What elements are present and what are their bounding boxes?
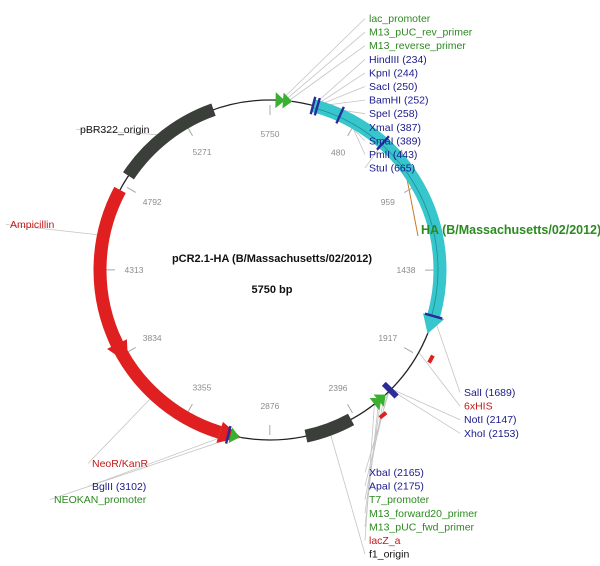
promoter-arrow xyxy=(275,92,285,109)
tick-label: 1438 xyxy=(397,265,416,275)
feature-label: f1_origin xyxy=(369,549,409,561)
tick-mark xyxy=(403,347,414,353)
feature-label: StuI (665) xyxy=(369,163,415,175)
callout-line xyxy=(87,434,229,487)
enzyme-site-mark xyxy=(424,312,443,320)
callout-line xyxy=(75,129,167,136)
tick-mark xyxy=(186,403,193,414)
small-feature-mark xyxy=(427,354,435,364)
callout-line xyxy=(87,394,155,464)
feature-label: lacZ_a xyxy=(369,535,401,547)
tick-marks: 480 959 1438 1917 2396 2876 3355 3834 4313 4792 52… xyxy=(104,105,436,436)
tick-mark xyxy=(347,403,353,414)
feature-label: NeoR/KanR xyxy=(92,458,148,470)
feature-label: ApaI (2175) xyxy=(369,481,424,493)
feature-label: Ampicillin xyxy=(10,219,55,231)
feature-arc-pbr322 xyxy=(123,103,216,180)
feature-arc-ampicillin xyxy=(93,186,126,347)
tick-mark xyxy=(126,187,137,193)
enzyme-site-mark xyxy=(309,96,317,115)
site-marks xyxy=(224,92,443,444)
enzyme-site-mark xyxy=(381,384,397,399)
enzyme-site-mark xyxy=(224,425,232,444)
tick-mark xyxy=(187,126,193,137)
callout-line xyxy=(390,389,461,434)
feature-label: XmaI (387) xyxy=(369,122,421,134)
feature-label: XbaI (2165) xyxy=(369,467,424,479)
feature-label: BamHI (252) xyxy=(369,95,429,107)
feature-label: 6xHIS xyxy=(464,401,493,413)
promoter-arrow xyxy=(369,397,382,411)
feature-label: lac_promoter xyxy=(369,13,431,25)
enzyme-site-mark xyxy=(313,97,321,116)
feature-arc-inner-line xyxy=(312,107,439,316)
callout-line xyxy=(314,72,366,107)
feature-label: SpeI (258) xyxy=(369,108,418,120)
enzyme-site-mark xyxy=(335,106,345,124)
callout-line xyxy=(284,31,366,101)
enzyme-site-mark xyxy=(383,382,398,397)
tick-label: 959 xyxy=(381,197,395,207)
feature-label: M13_pUC_rev_primer xyxy=(369,27,473,39)
tick-mark xyxy=(126,346,136,353)
feature-label: XhoI (2153) xyxy=(464,428,519,440)
feature-arcs xyxy=(93,99,447,443)
feature-label: NotI (2147) xyxy=(464,414,517,426)
tick-label: 480 xyxy=(331,147,345,157)
tick-label: 3355 xyxy=(192,383,211,393)
tick-label: 2396 xyxy=(329,383,348,393)
tick-label: 3834 xyxy=(143,333,162,343)
feature-label: T7_promoter xyxy=(369,494,430,506)
feature-label: KpnI (244) xyxy=(369,67,418,79)
callout-line xyxy=(280,18,366,101)
promoter-arrow xyxy=(228,427,240,444)
feature-label: HindIII (234) xyxy=(369,54,427,66)
callout-line xyxy=(364,395,385,500)
tick-mark xyxy=(347,126,354,137)
feature-arc-ha xyxy=(311,99,447,318)
feature-label: pBR322_origin xyxy=(80,124,150,136)
tick-label: 4792 xyxy=(143,197,162,207)
feature-label: M13_forward20_primer xyxy=(369,508,478,520)
callout-line xyxy=(364,404,375,541)
small-feature-mark xyxy=(378,411,388,420)
callout-line xyxy=(328,429,366,555)
tick-label: 4313 xyxy=(125,265,144,275)
ha-feature-label: HA (B/Massachusetts/02/2012) xyxy=(421,223,600,237)
callout-line xyxy=(391,388,461,421)
feature-labels: lac_promoterM13_pUC_rev_primerM13_revers… xyxy=(10,13,600,561)
callout-line xyxy=(418,352,461,407)
plasmid-name: pCR2.1-HA (B/Massachusetts/02/2012) xyxy=(172,253,372,265)
feature-label: SacI (250) xyxy=(369,81,417,93)
plasmid-size: 5750 bp xyxy=(252,284,293,296)
feature-label: BglII (3102) xyxy=(92,481,146,493)
callout-line xyxy=(288,45,366,102)
feature-label: SalI (1689) xyxy=(464,387,515,399)
feature-label: M13_pUC_fwd_primer xyxy=(369,521,475,533)
tick-mark xyxy=(404,187,414,194)
feature-label: PmlI (443) xyxy=(369,149,417,161)
tick-label: 2876 xyxy=(260,401,279,411)
feature-label: M13_reverse_primer xyxy=(369,40,466,52)
callout-line xyxy=(49,436,237,500)
tick-label: 1917 xyxy=(378,333,397,343)
feature-arc-f1 xyxy=(304,413,355,443)
tick-label: 5750 xyxy=(261,129,280,139)
feature-arc-neokan xyxy=(107,333,222,439)
tick-label: 5271 xyxy=(193,147,212,157)
enzyme-site-mark xyxy=(376,135,390,151)
callout-line xyxy=(312,59,366,106)
promoter-arrow xyxy=(282,92,293,109)
callout-line xyxy=(433,315,461,393)
feature-label: NEOKAN_promoter xyxy=(54,494,147,506)
callout-line xyxy=(5,224,104,236)
feature-label: SmaI (389) xyxy=(369,135,421,147)
